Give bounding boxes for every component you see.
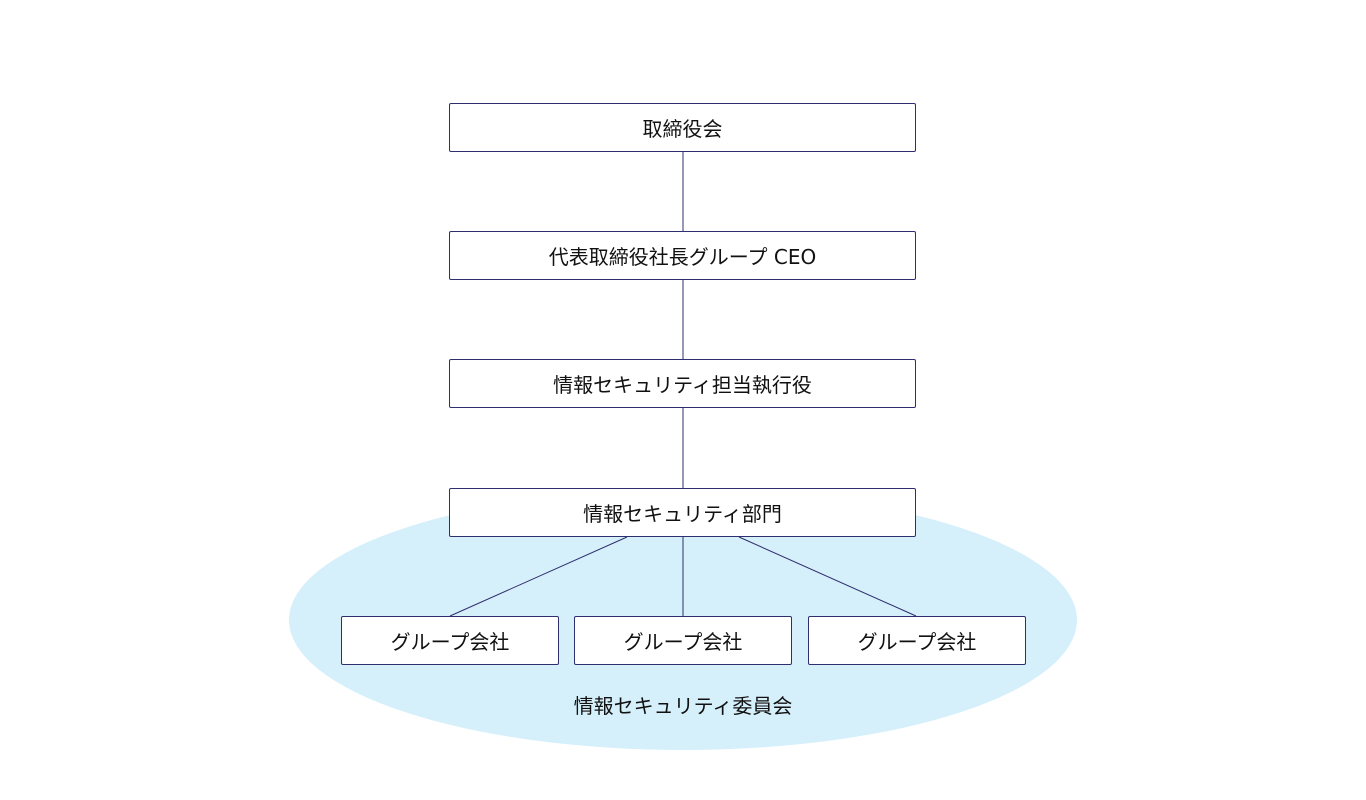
group-company-node-1: グループ会社 <box>341 616 559 665</box>
board-label: 取締役会 <box>642 117 723 141</box>
group-company-label-1: グループ会社 <box>390 630 510 654</box>
security-department-node: 情報セキュリティ部門 <box>449 488 916 537</box>
security-committee-label: 情報セキュリティ委員会 <box>573 694 793 718</box>
ceo-label: 代表取締役社長グループ CEO <box>548 245 817 269</box>
security-department-label: 情報セキュリティ部門 <box>583 502 782 526</box>
edge-department-group-3 <box>738 536 917 617</box>
group-company-label-2: グループ会社 <box>623 630 743 654</box>
security-officer-node: 情報セキュリティ担当執行役 <box>449 359 916 408</box>
ceo-node: 代表取締役社長グループ CEO <box>449 231 916 280</box>
group-company-node-3: グループ会社 <box>808 616 1026 665</box>
edge-department-group-1 <box>449 536 628 617</box>
group-company-node-2: グループ会社 <box>574 616 792 665</box>
group-company-label-3: グループ会社 <box>857 630 977 654</box>
board-node: 取締役会 <box>449 103 916 152</box>
security-officer-label: 情報セキュリティ担当執行役 <box>553 373 812 397</box>
